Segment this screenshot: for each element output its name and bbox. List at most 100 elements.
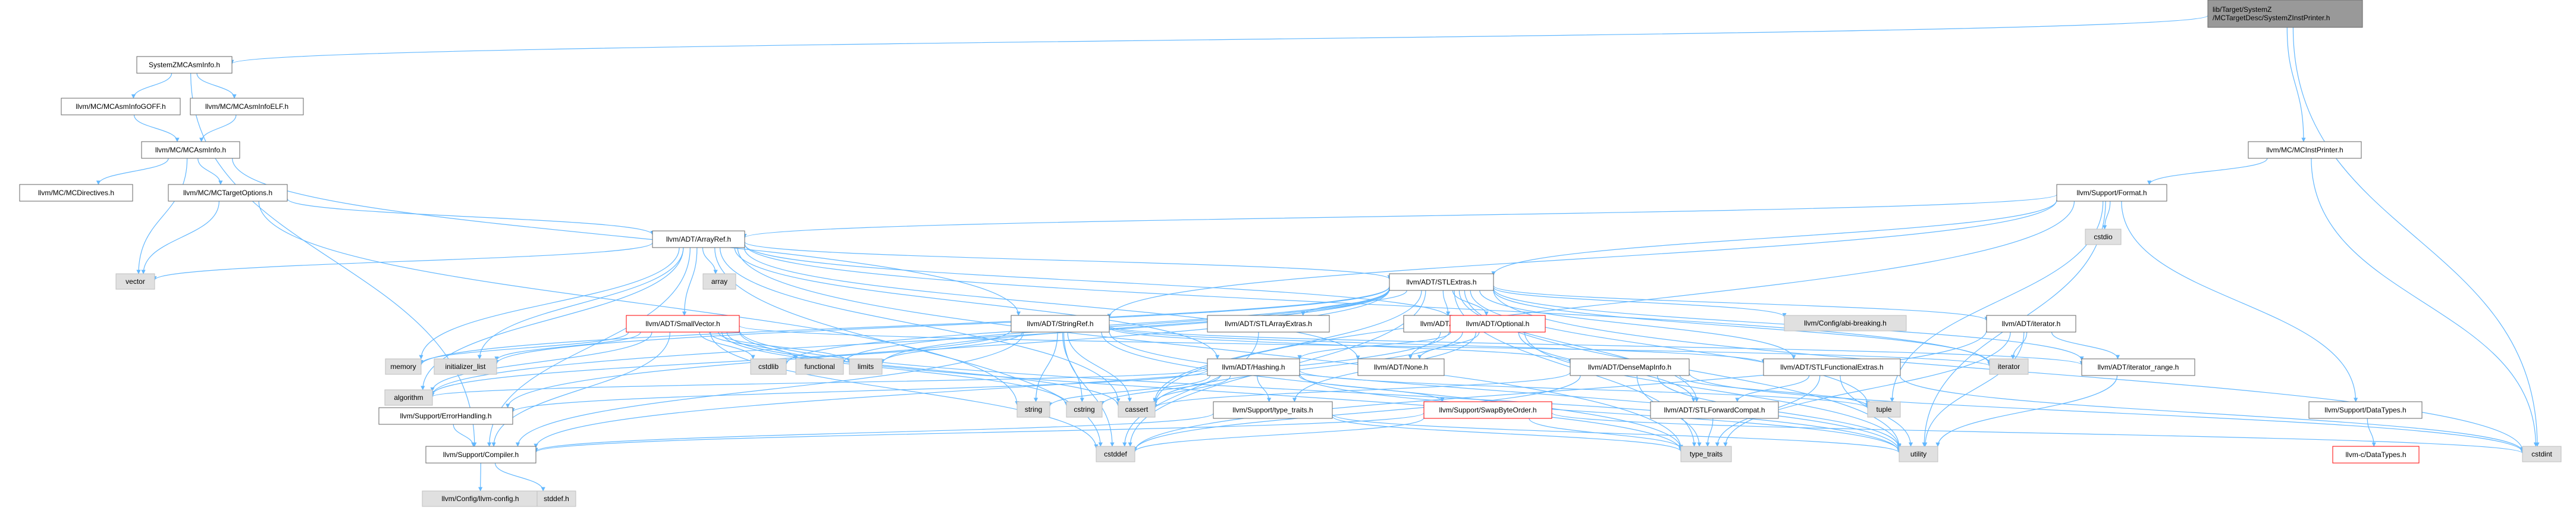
node-box-iterator	[1989, 358, 2029, 375]
edge-compiler-to-stddef	[494, 462, 545, 492]
node-box-type_traits	[1680, 446, 1732, 462]
node-mcdirectives[interactable]: llvm/MC/MCDirectives.h	[19, 184, 133, 202]
edge-mcasminfo-to-stringref	[231, 158, 1021, 316]
node-cstdio: cstdio	[2085, 229, 2122, 245]
node-stlarrayextras[interactable]: llvm/ADT/STLArrayExtras.h	[1207, 315, 1330, 333]
node-box-mctargetoptions	[168, 184, 288, 202]
node-hashing[interactable]: llvm/ADT/Hashing.h	[1207, 358, 1300, 376]
node-label-initializer_list: initializer_list	[445, 362, 486, 371]
node-label-errorhandling: llvm/Support/ErrorHandling.h	[400, 412, 491, 420]
node-box-array	[702, 273, 736, 290]
node-box-cstdint	[2522, 446, 2562, 462]
edge-smallvector-to-compiler	[491, 331, 670, 447]
node-cstddef: cstddef	[1096, 446, 1135, 462]
edge-stlextras-to-abibreaking	[1493, 287, 1787, 318]
node-label-cstddef: cstddef	[1104, 450, 1127, 458]
edge-stlextras-to-initializer_list	[494, 286, 1390, 365]
node-label-mctargetoptions: llvm/MC/MCTargetOptions.h	[183, 189, 272, 197]
edge-iteratorh-to-type_traits	[1723, 331, 2011, 447]
node-iteratorh[interactable]: llvm/ADT/iterator.h	[1986, 315, 2076, 333]
node-label-iterator: iterator	[1998, 362, 2020, 371]
edge-arrayref-to-none	[743, 247, 1360, 360]
edge-hashing-to-cassert	[1153, 375, 1231, 403]
edge-stringref-to-utility	[1109, 331, 1902, 452]
node-llvmconfig: llvm/Config/llvm-config.h	[422, 490, 539, 507]
edge-iterator_range-to-utility	[1935, 375, 2118, 447]
node-box-limits	[849, 358, 883, 375]
edge-stlextras-to-iterator	[1493, 289, 1992, 364]
node-string: string	[1016, 401, 1050, 418]
node-label-datatypes: llvm/Support/DataTypes.h	[2324, 406, 2406, 414]
node-label-hashing: llvm/ADT/Hashing.h	[1222, 363, 1285, 371]
node-stlfunctionalextras[interactable]: llvm/ADT/STLFunctionalExtras.h	[1763, 358, 1901, 376]
node-layer: lib/Target/SystemZ/MCTargetDesc/SystemZI…	[19, 0, 2562, 507]
edge-swapbyteorder-to-cstdint	[1551, 412, 2525, 454]
node-format[interactable]: llvm/Support/Format.h	[2056, 184, 2167, 202]
edge-stringref-to-densemapinfo	[1109, 327, 1573, 364]
node-label-cstdio: cstdio	[2094, 233, 2113, 241]
node-mctargetoptions[interactable]: llvm/MC/MCTargetOptions.h	[168, 184, 288, 202]
edge-optional-to-none	[1417, 331, 1480, 359]
node-abibreaking: llvm/Config/abi-breaking.h	[1784, 315, 1907, 331]
node-label-arrayref: llvm/ADT/ArrayRef.h	[666, 235, 731, 243]
node-datatypes[interactable]: llvm/Support/DataTypes.h	[2308, 401, 2423, 419]
node-root[interactable]: lib/Target/SystemZ/MCTargetDesc/SystemZI…	[2207, 0, 2363, 28]
edge-mcasminfo-to-vector	[136, 158, 188, 274]
edge-smallvector-to-cstdlib	[699, 331, 755, 359]
edge-datatypes-to-cdatatypes	[2367, 418, 2376, 447]
edge-optional-to-utility	[1524, 331, 1902, 449]
node-densemapinfo[interactable]: llvm/ADT/DenseMapInfo.h	[1570, 358, 1690, 376]
node-tuple: tuple	[1867, 401, 1901, 418]
node-compiler[interactable]: llvm/Support/Compiler.h	[425, 446, 536, 464]
node-smallvector[interactable]: llvm/ADT/SmallVector.h	[626, 315, 740, 333]
node-label-stddef: stddef.h	[544, 495, 569, 503]
edge-hashing-to-cstring	[1100, 375, 1220, 406]
edge-stringref-to-string	[1033, 331, 1058, 402]
edge-typetraitsh-to-type_traits	[1332, 415, 1683, 452]
edge-arrayref-to-hashing	[734, 247, 1220, 359]
node-cdatatypes[interactable]: llvm-c/DataTypes.h	[2332, 446, 2420, 464]
node-box-root	[2207, 0, 2363, 28]
edge-densemapinfo-to-cstddef	[1132, 375, 1581, 452]
edge-swapbyteorder-to-type_traits	[1529, 418, 1683, 450]
node-label-llvmconfig: llvm/Config/llvm-config.h	[441, 495, 519, 503]
node-box-cstring	[1066, 401, 1103, 418]
edge-format-to-datatypes	[2121, 201, 2358, 402]
node-mcasminfogoff[interactable]: llvm/MC/MCAsmInfoGOFF.h	[61, 98, 181, 115]
node-functional: functional	[795, 358, 844, 375]
node-none[interactable]: llvm/ADT/None.h	[1357, 358, 1445, 376]
node-box-initializer_list	[434, 358, 497, 375]
node-box-systemzmcasminfo	[136, 56, 233, 74]
edge-stlfunctionalextras-to-stlforwardcompat	[1735, 375, 1810, 402]
node-utility: utility	[1899, 446, 1938, 462]
node-box-errorhandling	[378, 407, 513, 425]
node-stlextras[interactable]: llvm/ADT/STLExtras.h	[1389, 273, 1494, 291]
node-iterator_range[interactable]: llvm/ADT/iterator_range.h	[2081, 358, 2195, 376]
edge-stringref-to-compiler	[515, 331, 1024, 447]
edge-hashing-to-typetraitsh	[1257, 375, 1272, 402]
node-cstring: cstring	[1066, 401, 1103, 418]
node-mcasminfoelf[interactable]: llvm/MC/MCAsmInfoELF.h	[190, 98, 304, 115]
node-swapbyteorder[interactable]: llvm/Support/SwapByteOrder.h	[1423, 401, 1552, 419]
node-label-cassert: cassert	[1125, 405, 1149, 414]
node-label-mcinstprinter: llvm/MC/MCInstPrinter.h	[2266, 146, 2343, 154]
node-mcinstprinter[interactable]: llvm/MC/MCInstPrinter.h	[2248, 141, 2362, 159]
node-box-cstddef	[1096, 446, 1135, 462]
node-mcasminfo[interactable]: llvm/MC/MCAsmInfo.h	[141, 141, 240, 159]
node-systemzmcasminfo[interactable]: SystemZMCAsmInfo.h	[136, 56, 233, 74]
edge-stringref-to-cstddef	[1063, 331, 1115, 447]
node-optional[interactable]: llvm/ADT/Optional.h	[1449, 315, 1546, 333]
node-arrayref[interactable]: llvm/ADT/ArrayRef.h	[652, 230, 745, 248]
edge-typetraitsh-to-compiler	[534, 413, 1214, 452]
node-box-stlextras	[1389, 273, 1494, 291]
edge-root-to-mcinstprinter	[2286, 27, 2306, 142]
node-box-densemapinfo	[1570, 358, 1690, 376]
node-box-optional	[1449, 315, 1546, 333]
node-box-typetraitsh	[1213, 401, 1333, 419]
node-errorhandling[interactable]: llvm/Support/ErrorHandling.h	[378, 407, 513, 425]
node-stlforwardcompat[interactable]: llvm/ADT/STLForwardCompat.h	[1650, 401, 1779, 419]
node-label-algorithm: algorithm	[394, 393, 423, 402]
node-stringref[interactable]: llvm/ADT/StringRef.h	[1011, 315, 1110, 333]
node-box-vector	[115, 273, 155, 290]
node-typetraitsh[interactable]: llvm/Support/type_traits.h	[1213, 401, 1333, 419]
